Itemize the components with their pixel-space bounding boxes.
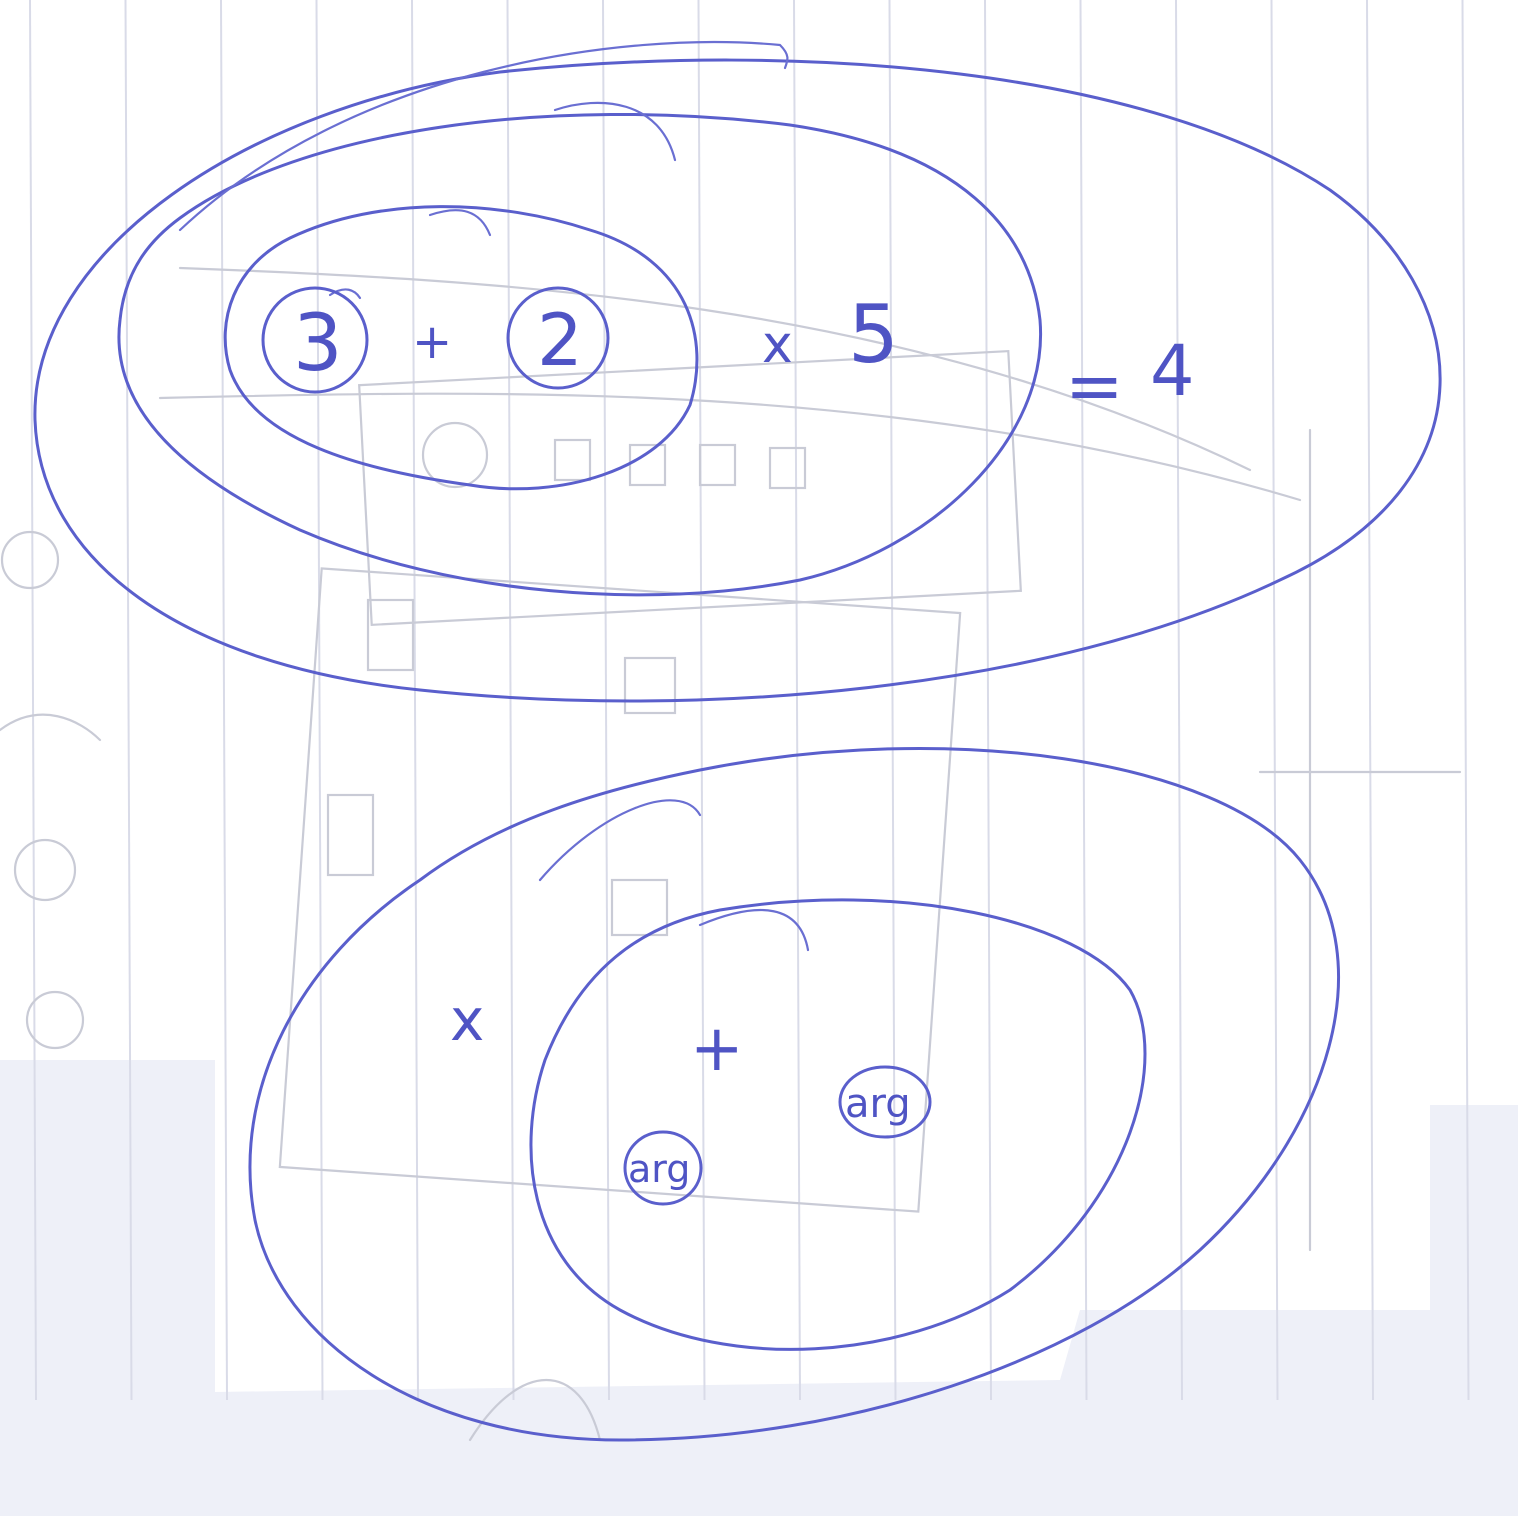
outer-ellipse-top [33, 58, 1442, 703]
ruled-lines [29, 0, 1470, 1401]
ruled-line [1366, 0, 1374, 1401]
ruled-line [984, 0, 992, 1401]
plus-operator-bottom: + [690, 1012, 744, 1086]
ruled-line [315, 0, 324, 1401]
ruled-line [1461, 0, 1470, 1401]
ellipse-tail [428, 209, 492, 237]
equals-sign: = [1065, 345, 1124, 427]
circle-arg-right [838, 1065, 932, 1139]
ruled-line [1175, 0, 1183, 1401]
show-through-sketch [0, 266, 1462, 1442]
ruled-line [220, 0, 228, 1401]
result-value: 4 [1150, 330, 1195, 412]
circle-number-a [261, 286, 369, 394]
number-c: 5 [848, 288, 899, 381]
plus-operator-top: + [412, 314, 452, 370]
ruled-line [1270, 0, 1279, 1401]
arg-right: arg [845, 1081, 911, 1127]
outer-ellipse-bottom [248, 747, 1340, 1442]
arg-left: arg [628, 1147, 690, 1191]
bottom-expression-tree: x + arg arg [248, 747, 1340, 1442]
inner-ellipse-top [223, 205, 699, 491]
number-b: 2 [537, 298, 583, 382]
ellipse-tail [328, 288, 362, 300]
ruled-line [411, 0, 419, 1401]
ruled-line [29, 0, 37, 1401]
ruled-line [506, 0, 515, 1401]
ellipse-tail [538, 799, 702, 882]
ellipse-tail [178, 41, 789, 232]
middle-ellipse-top [117, 112, 1043, 597]
inner-ellipse-bottom [529, 898, 1147, 1351]
times-operator-top: x [762, 315, 793, 375]
top-expression-tree: 3 + 2 x 5 = 4 [33, 41, 1442, 703]
ellipse-tail [698, 908, 810, 952]
ellipse-tail [553, 101, 677, 162]
ruled-line [888, 0, 897, 1401]
circle-number-b [506, 286, 610, 390]
ruled-line [793, 0, 801, 1401]
ruled-line [1079, 0, 1088, 1401]
number-a: 3 [293, 299, 343, 389]
circle-arg-left [623, 1130, 703, 1206]
times-operator-bottom: x [450, 986, 484, 1054]
